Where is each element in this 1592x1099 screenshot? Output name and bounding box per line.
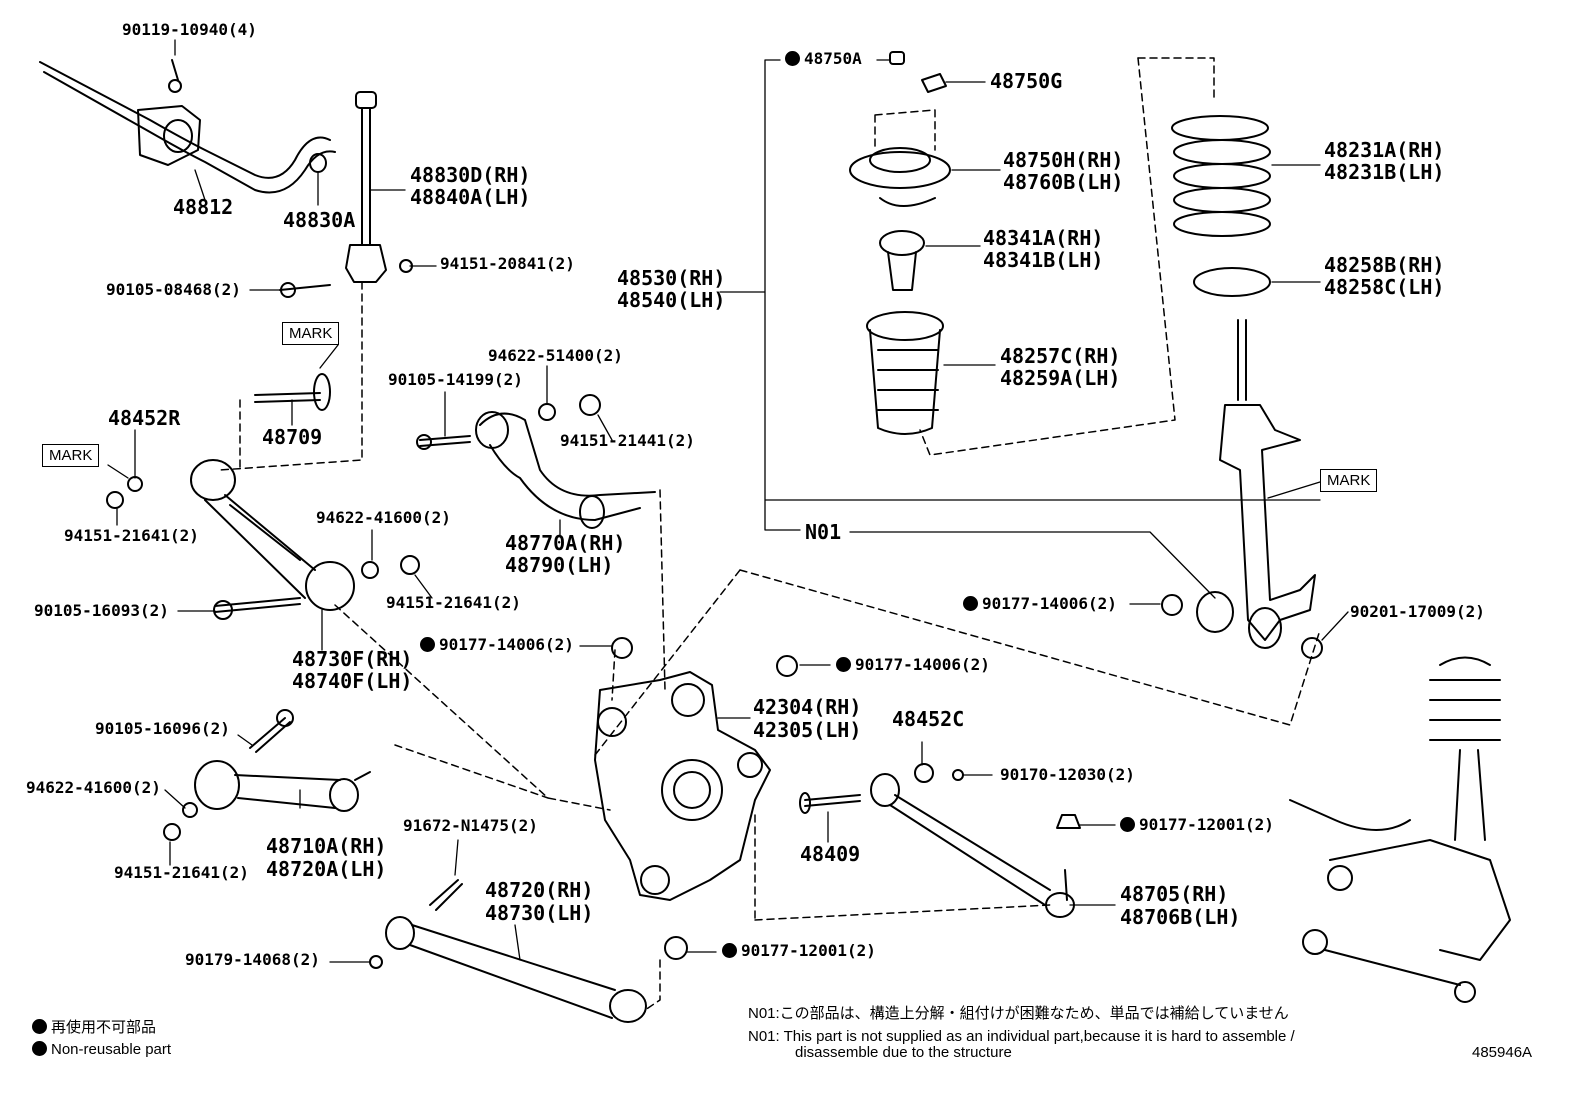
shock-absorber-drawing: [1161, 319, 1323, 659]
label-48257c: 48257C(RH): [1000, 344, 1121, 368]
label-48540: 48540(LH): [617, 288, 726, 312]
label-n01: N01: [805, 520, 842, 544]
coil-spring-drawing: [1171, 115, 1271, 297]
legend-jp: 再使用不可部品: [32, 1016, 156, 1037]
label-90177-14006-c: 90177-14006(2): [963, 594, 1117, 613]
label-48530: 48530(RH): [617, 266, 726, 290]
label-94151-21641-a: 94151-21641(2): [64, 526, 199, 545]
label-48720a: 48720A(LH): [266, 857, 387, 881]
non-reusable-dot: [963, 596, 978, 611]
legend-dot: [32, 1019, 47, 1034]
label-48258b: 48258B(RH): [1324, 253, 1445, 277]
label-48706b: 48706B(LH): [1120, 905, 1241, 929]
knuckle-drawing: [594, 637, 798, 960]
label-90105-16096: 90105-16096(2): [95, 719, 230, 738]
non-reusable-dot: [420, 637, 435, 652]
label-48812: 48812: [173, 195, 234, 219]
note-n01-en-2: disassemble due to the structure: [795, 1044, 1012, 1061]
stabilizer-bar-drawing: [39, 59, 336, 194]
label-90105-08468: 90105-08468(2): [106, 280, 241, 299]
label-90105-16093: 90105-16093(2): [34, 601, 169, 620]
mark-tag-shock: MARK: [1320, 469, 1378, 492]
non-reusable-dot: [722, 943, 737, 958]
label-48705: 48705(RH): [1120, 882, 1229, 906]
label-48830d: 48830D(RH): [410, 163, 531, 187]
legend-dot: [32, 1041, 47, 1056]
label-90177-14006-c-text: 90177-14006(2): [982, 594, 1117, 613]
label-48790: 48790(LH): [505, 553, 614, 577]
legend-jp-text: 再使用不可部品: [51, 1019, 157, 1036]
label-94622-41600-a: 94622-41600(2): [316, 508, 451, 527]
label-90105-14199: 90105-14199(2): [388, 370, 523, 389]
label-94151-21641-b: 94151-21641(2): [386, 593, 521, 612]
label-94622-41600-b: 94622-41600(2): [26, 778, 161, 797]
mark-tag-48709: MARK: [282, 322, 340, 345]
label-48231a: 48231A(RH): [1324, 138, 1445, 162]
label-48750a-text: 48750A: [804, 49, 862, 68]
label-90170-12030: 90170-12030(2): [1000, 765, 1135, 784]
non-reusable-dot: [1120, 817, 1135, 832]
note-n01-jp: N01:この部品は、構造上分解・組付けが困難なため、単品では補給していません: [748, 1005, 1289, 1022]
label-90177-12001-b-text: 90177-12001(2): [1139, 815, 1274, 834]
label-48709: 48709: [262, 425, 323, 449]
label-90119-10940: 90119-10940(4): [122, 20, 257, 39]
figure-id: 485946A: [1472, 1044, 1533, 1061]
stabilizer-link-drawing: [279, 91, 413, 298]
label-94151-21641-c: 94151-21641(2): [114, 863, 249, 882]
label-48341b: 48341B(LH): [983, 248, 1104, 272]
label-48730f: 48730F(RH): [292, 647, 413, 671]
arm-48730f-drawing: [106, 459, 355, 620]
label-90177-14006-b-text: 90177-14006(2): [855, 655, 990, 674]
label-48452r: 48452R: [108, 406, 181, 430]
bolt-48709-drawing: [254, 373, 331, 411]
label-48231b: 48231B(LH): [1324, 160, 1445, 184]
arm-48770a-drawing: [361, 394, 656, 579]
label-90177-14006-b: 90177-14006(2): [836, 655, 990, 674]
label-48452c: 48452C: [892, 707, 965, 731]
toe-link-drawing: [799, 763, 1081, 918]
label-42304: 42304(RH): [753, 695, 862, 719]
label-94622-51400: 94622-51400(2): [488, 346, 623, 365]
label-94151-20841: 94151-20841(2): [440, 254, 575, 273]
label-48750a: 48750A: [785, 49, 862, 68]
label-42305: 42305(LH): [753, 718, 862, 742]
assembly-dashed-lines: [219, 57, 1321, 1011]
label-48830a: 48830A: [283, 208, 356, 232]
strut-upper-drawing: [849, 51, 951, 435]
label-48750h: 48750H(RH): [1003, 148, 1124, 172]
label-91672-n1475: 91672-N1475(2): [403, 816, 538, 835]
non-reusable-dot: [785, 51, 800, 66]
label-90177-12001-a: 90177-12001(2): [722, 941, 876, 960]
label-48770a: 48770A(RH): [505, 531, 626, 555]
label-90177-14006-a-text: 90177-14006(2): [439, 635, 574, 654]
label-90201-17009: 90201-17009(2): [1350, 602, 1485, 621]
label-48341a: 48341A(RH): [983, 226, 1104, 250]
label-90179-14068: 90179-14068(2): [185, 950, 320, 969]
label-48730: 48730(LH): [485, 901, 594, 925]
mark-tag-48452r: MARK: [42, 444, 100, 467]
arm-48720-drawing: [369, 879, 647, 1023]
label-90177-12001-b: 90177-12001(2): [1120, 815, 1274, 834]
label-48740f: 48740F(LH): [292, 669, 413, 693]
label-48259a: 48259A(LH): [1000, 366, 1121, 390]
assembled-view-drawing: [1289, 656, 1511, 1003]
label-48409: 48409: [800, 842, 861, 866]
label-48760b: 48760B(LH): [1003, 170, 1124, 194]
legend-en-text: Non-reusable part: [51, 1041, 172, 1058]
label-48258c: 48258C(LH): [1324, 275, 1445, 299]
leader-lines: [107, 39, 1349, 963]
label-48840a: 48840A(LH): [410, 185, 531, 209]
label-90177-12001-a-text: 90177-12001(2): [741, 941, 876, 960]
label-90177-14006-a: 90177-14006(2): [420, 635, 574, 654]
label-94151-21441: 94151-21441(2): [560, 431, 695, 450]
arm-48710a-drawing: [163, 709, 371, 841]
label-48750g: 48750G: [990, 69, 1063, 93]
legend-en: Non-reusable part: [32, 1041, 171, 1058]
label-48710a: 48710A(RH): [266, 834, 387, 858]
note-n01-en-1: N01: This part is not supplied as an ind…: [748, 1028, 1295, 1045]
non-reusable-dot: [836, 657, 851, 672]
label-48720: 48720(RH): [485, 878, 594, 902]
